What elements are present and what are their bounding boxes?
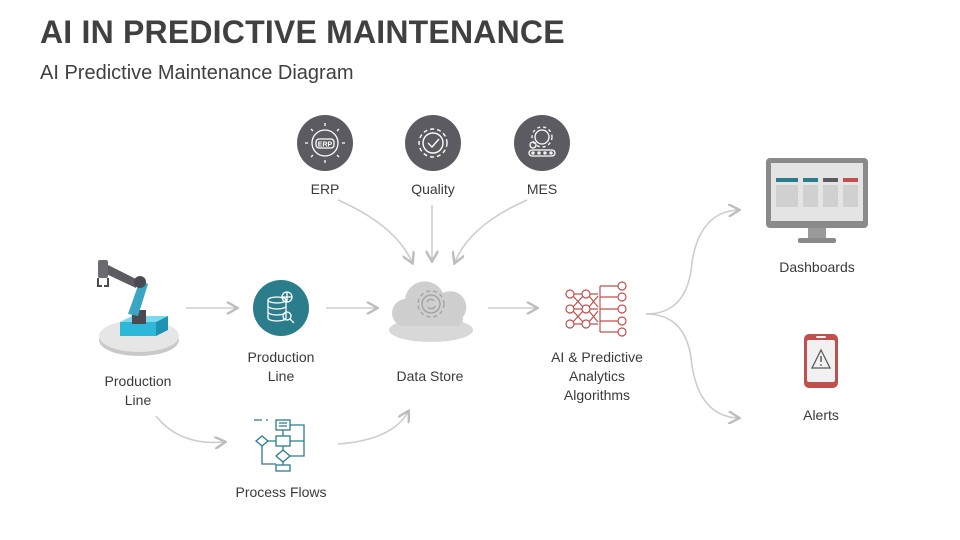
data-store-node[interactable] — [383, 268, 479, 348]
arrow-ai-to-alerts — [645, 313, 738, 418]
dashboards-node[interactable] — [764, 156, 870, 246]
production-line-db-node[interactable] — [253, 280, 309, 336]
arrow-ai-to-dashboards — [645, 210, 738, 315]
arrow-mes-to-datastore — [455, 199, 528, 262]
production-line-db-label: Production Line — [247, 349, 315, 384]
arrow-erp-to-datastore — [337, 199, 412, 262]
arrow-processflows-to-datastore — [337, 412, 408, 445]
quality-node[interactable] — [405, 115, 461, 171]
mes-node[interactable] — [514, 115, 570, 171]
quality-check-gear-icon — [405, 115, 461, 171]
production-line-robot-node[interactable] — [92, 250, 186, 362]
mes-conveyor-icon — [514, 115, 570, 171]
page-subtitle: AI Predictive Maintenance Diagram — [40, 62, 354, 84]
svg-text:ERP: ERP — [318, 142, 333, 149]
alerts-node[interactable] — [802, 332, 840, 390]
arrow-robot-to-processflows — [155, 415, 224, 442]
process-flows-label: Process Flows — [235, 484, 327, 500]
page-title: AI IN PREDICTIVE MAINTENANCE — [40, 14, 565, 50]
quality-label: Quality — [411, 181, 455, 197]
robotic-arm-icon — [97, 260, 179, 356]
database-search-icon — [253, 280, 309, 336]
dashboards-label: Dashboards — [779, 259, 855, 275]
erp-gear-icon: ERP — [297, 115, 353, 171]
cloud-sync-icon — [389, 281, 473, 342]
erp-node[interactable]: ERP — [297, 115, 353, 171]
production-line-robot-label: Production Line — [104, 373, 172, 408]
ai-algorithms-node[interactable] — [562, 280, 632, 338]
erp-label: ERP — [310, 181, 340, 197]
monitor-dashboard-icon — [766, 158, 868, 243]
phone-alert-icon — [804, 334, 838, 388]
process-flows-node[interactable] — [252, 418, 310, 472]
alerts-label: Alerts — [803, 407, 839, 423]
flowchart-icon — [254, 419, 305, 472]
neural-network-icon — [565, 281, 627, 337]
ai-algorithms-label: AI & Predictive Analytics Algorithms — [551, 349, 643, 403]
mes-label: MES — [526, 181, 558, 197]
data-store-label: Data Store — [396, 368, 464, 384]
